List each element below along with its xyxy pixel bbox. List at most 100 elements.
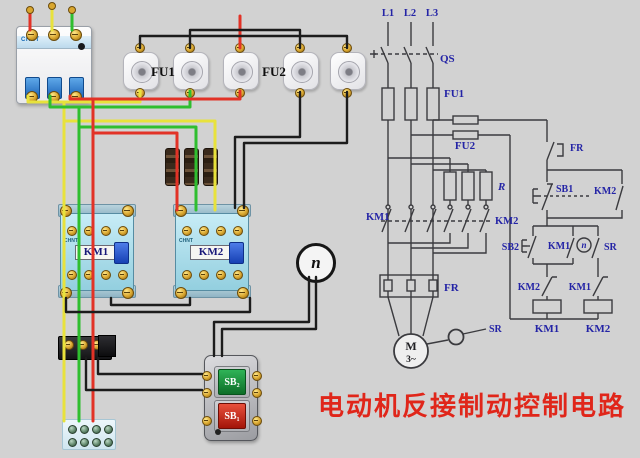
contactor-terminal — [182, 270, 192, 280]
contactor-body: CHNT KM1 — [60, 213, 134, 291]
mounting-screw — [175, 287, 187, 299]
contactor-terminal — [199, 226, 209, 236]
pushbutton-station: SB₂ SB₁ — [202, 355, 262, 441]
schematic-label-l3: L3 — [426, 8, 438, 19]
sb1-button-cap[interactable]: SB₁ — [218, 403, 246, 429]
contactor-test-button[interactable] — [229, 242, 244, 264]
breaker-indicator-dot — [78, 43, 85, 50]
braking-resistor — [165, 148, 180, 186]
fuse-terminal — [295, 43, 305, 53]
schematic-label-km2-parallel: KM2 — [594, 186, 616, 197]
station-terminal — [252, 388, 262, 398]
braking-resistor — [184, 148, 199, 186]
schematic-labels: L1 L2 L3 QS FU1 FU2 KM1 KM2 R FR M 3~ SR… — [366, 8, 618, 365]
caption-title: 电动机反接制动控制电路 — [318, 392, 627, 422]
wire-black — [188, 28, 302, 50]
contactor-terminal — [67, 226, 77, 236]
station-terminal — [202, 371, 212, 381]
station-terminal — [202, 388, 212, 398]
wire-black — [109, 296, 192, 307]
wire-black — [96, 356, 204, 376]
fuse-terminal — [135, 88, 145, 98]
schematic-label-l2: L2 — [404, 8, 416, 19]
schematic-label-sr-shaft: SR — [489, 324, 503, 335]
schematic-motor-m: M — [405, 339, 416, 353]
contactor-test-button[interactable] — [114, 242, 129, 264]
fuse-terminal — [342, 43, 352, 53]
contactor-name-plate: KM2 — [190, 245, 232, 260]
schematic-label-km1-hold: KM1 — [548, 241, 570, 252]
fuse-terminal — [295, 88, 305, 98]
contactor-terminal — [84, 270, 94, 280]
schematic-label-qs: QS — [440, 53, 455, 65]
contactor-terminal — [216, 226, 226, 236]
fuse-terminal — [235, 88, 245, 98]
fuse-cap — [181, 61, 203, 83]
schematic-label-km1-interlock: KM1 — [569, 282, 591, 293]
contactor-terminal — [233, 270, 243, 280]
station-screw — [215, 429, 221, 435]
schematic-label-km1-main: KM1 — [366, 212, 389, 223]
mounting-screw — [237, 287, 249, 299]
fuse-cap — [231, 61, 253, 83]
contactor-terminal — [216, 270, 226, 280]
fuse-holder — [330, 52, 366, 90]
schematic-label-n: n — [581, 240, 586, 250]
fuse-terminal — [342, 88, 352, 98]
breaker-terminal — [26, 29, 38, 41]
sb2-start-button[interactable]: SB₂ — [214, 366, 250, 398]
schematic-label-sb1: SB1 — [556, 184, 573, 195]
schematic-label-km1-coil: KM1 — [535, 323, 559, 335]
breaker-terminal — [48, 29, 60, 41]
contactor-km2: CHNT KM2 — [173, 204, 251, 299]
contactor-terminal — [101, 270, 111, 280]
circuit-breaker: CHNT — [16, 26, 92, 104]
station-terminal — [202, 416, 212, 426]
contactor-km1: CHNT KM1 — [58, 204, 136, 299]
contactor-name-plate: KM1 — [75, 245, 117, 260]
contactor-terminal — [101, 226, 111, 236]
speed-relay-indicator: n — [296, 243, 336, 283]
braking-resistor — [203, 148, 218, 186]
mounting-screw — [237, 205, 249, 217]
breaker-terminal — [70, 29, 82, 41]
schematic-label-fr-box: FR — [444, 282, 460, 294]
fuse-terminal — [135, 43, 145, 53]
contactor-brand-label: CHNT — [179, 238, 193, 244]
fuse-terminal — [185, 43, 195, 53]
schematic-label-l1: L1 — [382, 8, 394, 19]
fuse-terminal — [235, 43, 245, 53]
station-terminal — [252, 371, 262, 381]
wire-black — [84, 356, 204, 392]
mounting-screw — [122, 287, 134, 299]
breaker-terminal — [70, 91, 82, 103]
schematic-label-fu1: FU1 — [444, 88, 464, 100]
speed-relay-symbol: n — [311, 253, 321, 272]
schematic-label-r: R — [497, 181, 505, 193]
schematic-label-km2-coil: KM2 — [586, 323, 611, 335]
fuse-holder — [223, 52, 259, 90]
contactor-terminal — [182, 226, 192, 236]
mounting-screw — [60, 205, 72, 217]
wire-lug — [48, 2, 56, 10]
wire-black — [242, 90, 349, 210]
sb1-stop-button[interactable]: SB₁ — [214, 400, 250, 432]
fuse-holder — [123, 52, 159, 90]
schematic-motor-phases: 3~ — [406, 355, 416, 365]
schematic-label-km2-main: KM2 — [495, 216, 518, 227]
fuse-terminal — [185, 88, 195, 98]
contactor-terminal — [67, 270, 77, 280]
contactor-brand-label: CHNT — [64, 238, 78, 244]
station-terminal — [252, 416, 262, 426]
contactor-terminal — [233, 226, 243, 236]
motor-terminal-strip — [62, 419, 116, 450]
schematic-label-fu2: FU2 — [455, 140, 476, 152]
block-terminal — [64, 340, 74, 350]
wire-lug — [26, 6, 34, 14]
wire-black — [233, 90, 302, 210]
sb2-button-cap[interactable]: SB₂ — [218, 369, 246, 395]
contactor-terminal — [199, 270, 209, 280]
fuse-cap — [131, 61, 153, 83]
breaker-terminal — [48, 91, 60, 103]
